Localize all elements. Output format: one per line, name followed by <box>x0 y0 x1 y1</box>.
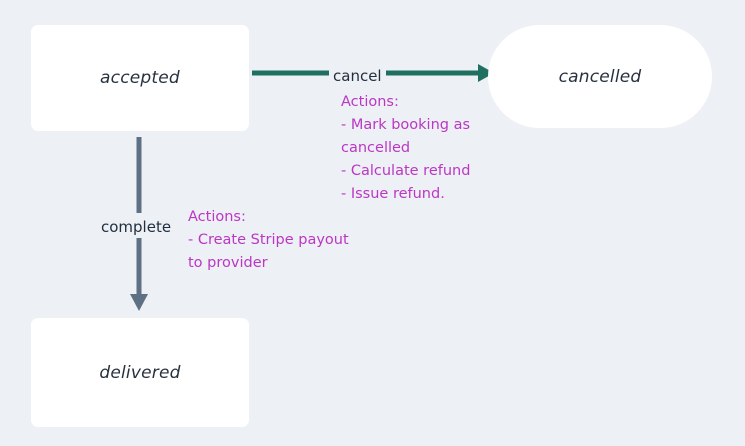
state-node-delivered-label: delivered <box>99 362 181 383</box>
annotation-line: - Mark booking as <box>341 117 471 133</box>
annotation-line: Actions: <box>188 209 246 225</box>
state-node-accepted[interactable]: accepted <box>31 25 249 131</box>
edge-label-cancel: cancel <box>329 67 386 85</box>
annotation-line: - Calculate refund <box>341 163 471 179</box>
edge-accepted-to-delivered <box>130 137 148 311</box>
annotation-line: - Create Stripe payout <box>188 232 349 248</box>
annotation-line: Actions: <box>341 94 399 110</box>
annotation-line: cancelled <box>341 140 411 156</box>
state-node-cancelled[interactable]: cancelled <box>488 25 712 128</box>
annotation-line: - Issue refund. <box>341 186 445 202</box>
state-node-delivered[interactable]: delivered <box>31 318 249 427</box>
annotation-cancel-actions: Actions: - Mark booking as cancelled - C… <box>341 91 470 206</box>
edge-accepted-to-cancelled <box>252 64 494 82</box>
annotation-line: to provider <box>188 255 268 271</box>
state-node-accepted-label: accepted <box>100 68 180 88</box>
arrowhead-down-icon <box>130 294 148 311</box>
edge-label-complete: complete <box>96 216 177 238</box>
state-node-cancelled-label: cancelled <box>558 66 642 87</box>
annotation-complete-actions: Actions: - Create Stripe payout to provi… <box>188 206 349 275</box>
arrowhead-right-icon <box>478 64 494 82</box>
